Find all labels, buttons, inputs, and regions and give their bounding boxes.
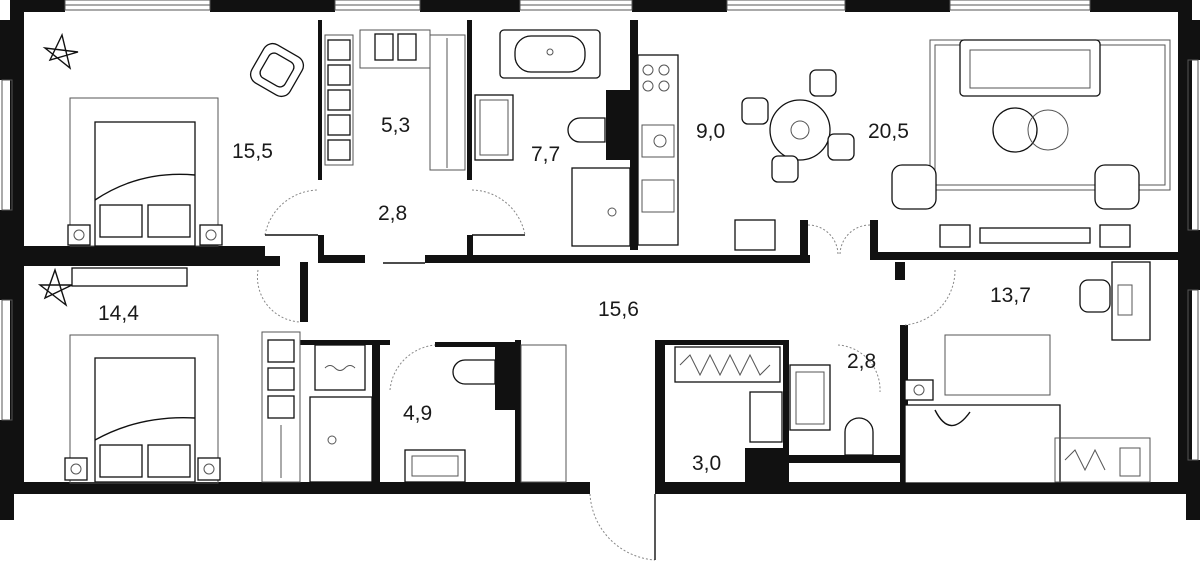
bed-top-left [67, 97, 223, 247]
outer-walls [0, 0, 1200, 520]
room-area-corridor: 15,6 [598, 298, 639, 321]
room-area-wc-bottom: 2,8 [847, 350, 876, 373]
armchair-top-left [249, 42, 305, 98]
kitchen-fixtures [637, 54, 776, 251]
bathroom-bottom-fixtures [309, 344, 567, 483]
room-area-bedroom-bottom-left: 14,4 [98, 302, 139, 325]
bathroom-top-fixtures [474, 29, 631, 247]
room-area-bathroom-top: 7,7 [531, 143, 560, 166]
wardrobe-bottom-left [261, 331, 301, 483]
windows [1, 0, 1199, 461]
dining-table [741, 69, 855, 183]
area-labels: 15,5 5,3 2,8 7,7 9,0 20,5 14,4 15,6 13,7… [98, 114, 1031, 475]
doors [256, 189, 956, 561]
room-area-bathroom-bottom: 4,9 [403, 402, 432, 425]
room-area-bedroom-top-left: 15,5 [232, 140, 273, 163]
living-room-furniture [891, 39, 1171, 248]
interior-walls [10, 20, 1180, 492]
bed-bottom-left [37, 267, 221, 484]
wardrobe-top [324, 29, 466, 171]
room-area-kitchen-dining: 9,0 [696, 120, 725, 143]
room-area-bedroom-bottom-right: 13,7 [990, 284, 1031, 307]
plant-top-left [42, 32, 79, 70]
room-area-closet-top: 5,3 [381, 114, 410, 137]
room-area-closet-bottom: 3,0 [692, 452, 721, 475]
room-area-hall-small-top: 2,8 [378, 202, 407, 225]
bedroom-bottom-right-furniture [904, 261, 1151, 484]
closet-bottom-fixtures [674, 346, 874, 456]
room-area-living-room: 20,5 [868, 120, 909, 143]
